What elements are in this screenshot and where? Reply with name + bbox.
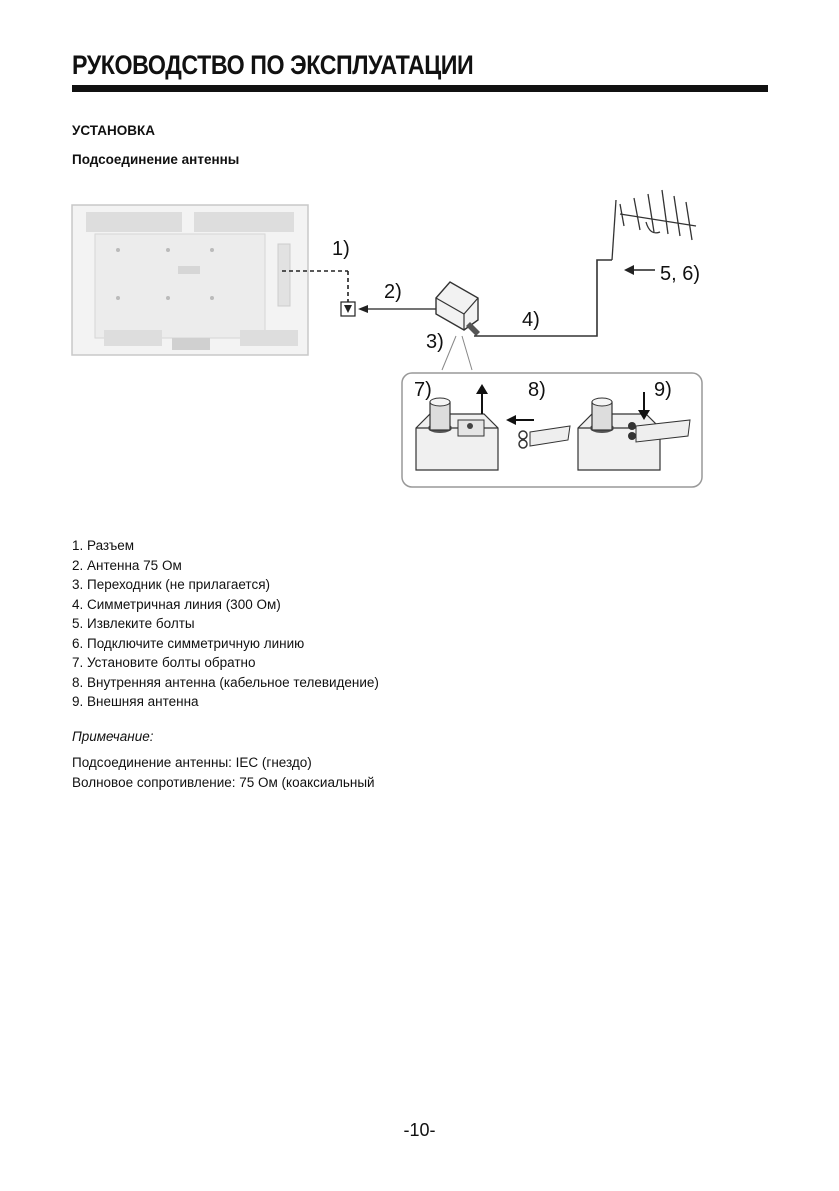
legend-list: 1. Разъем 2. Антенна 75 Ом 3. Переходник… [72,536,379,712]
callout-4: 4) [522,309,540,331]
list-item: 8. Внутренняя антенна (кабельное телевид… [72,674,379,690]
adapter-detail-icon [401,372,703,488]
list-item: 2. Антенна 75 Ом [72,557,182,573]
outdoor-antenna-icon [611,189,697,261]
note-line: Волновое сопротивление: 75 Ом (коаксиаль… [72,774,375,790]
page-number: -10- [403,1120,436,1140]
list-item: 6. Подключите симметричную линию [72,635,305,651]
list-item: 5. Извлеките болты [72,616,195,631]
callout-8: 8) [528,379,546,401]
tv-back-panel-icon [71,204,309,356]
callout-1: 1) [332,238,350,260]
title-rule [72,85,768,92]
list-item: 1. Разъем [72,538,135,553]
callout-2: 2) [384,281,402,303]
callout-3: 3) [426,331,444,353]
callout-7: 7) [414,379,432,401]
note-title: Примечание: [72,729,154,744]
section-title: УСТАНОВКА [72,123,155,138]
list-item: 9. Внешняя антенна [72,694,199,709]
antenna-connection-diagram: 1) 2) 3) 4) 5, 6) [71,189,703,488]
list-item: 4. Симметричная линия (300 Ом) [72,596,281,612]
callout-9: 9) [654,379,672,401]
callout-5-6: 5, 6) [660,263,700,285]
list-item: 7. Установите болты обратно [72,655,256,670]
page-title: РУКОВОДСТВО ПО ЭКСПЛУАТАЦИИ [72,50,474,80]
note-line: Подсоединение антенны: IEC (гнездо) [72,755,312,770]
list-item: 3. Переходник (не прилагается) [72,577,271,592]
antenna-connector-icon [340,301,356,317]
note-body: Подсоединение антенны: IEC (гнездо) Волн… [72,753,375,792]
subsection-title: Подсоединение антенны [72,152,240,167]
adapter-icon [435,281,480,336]
